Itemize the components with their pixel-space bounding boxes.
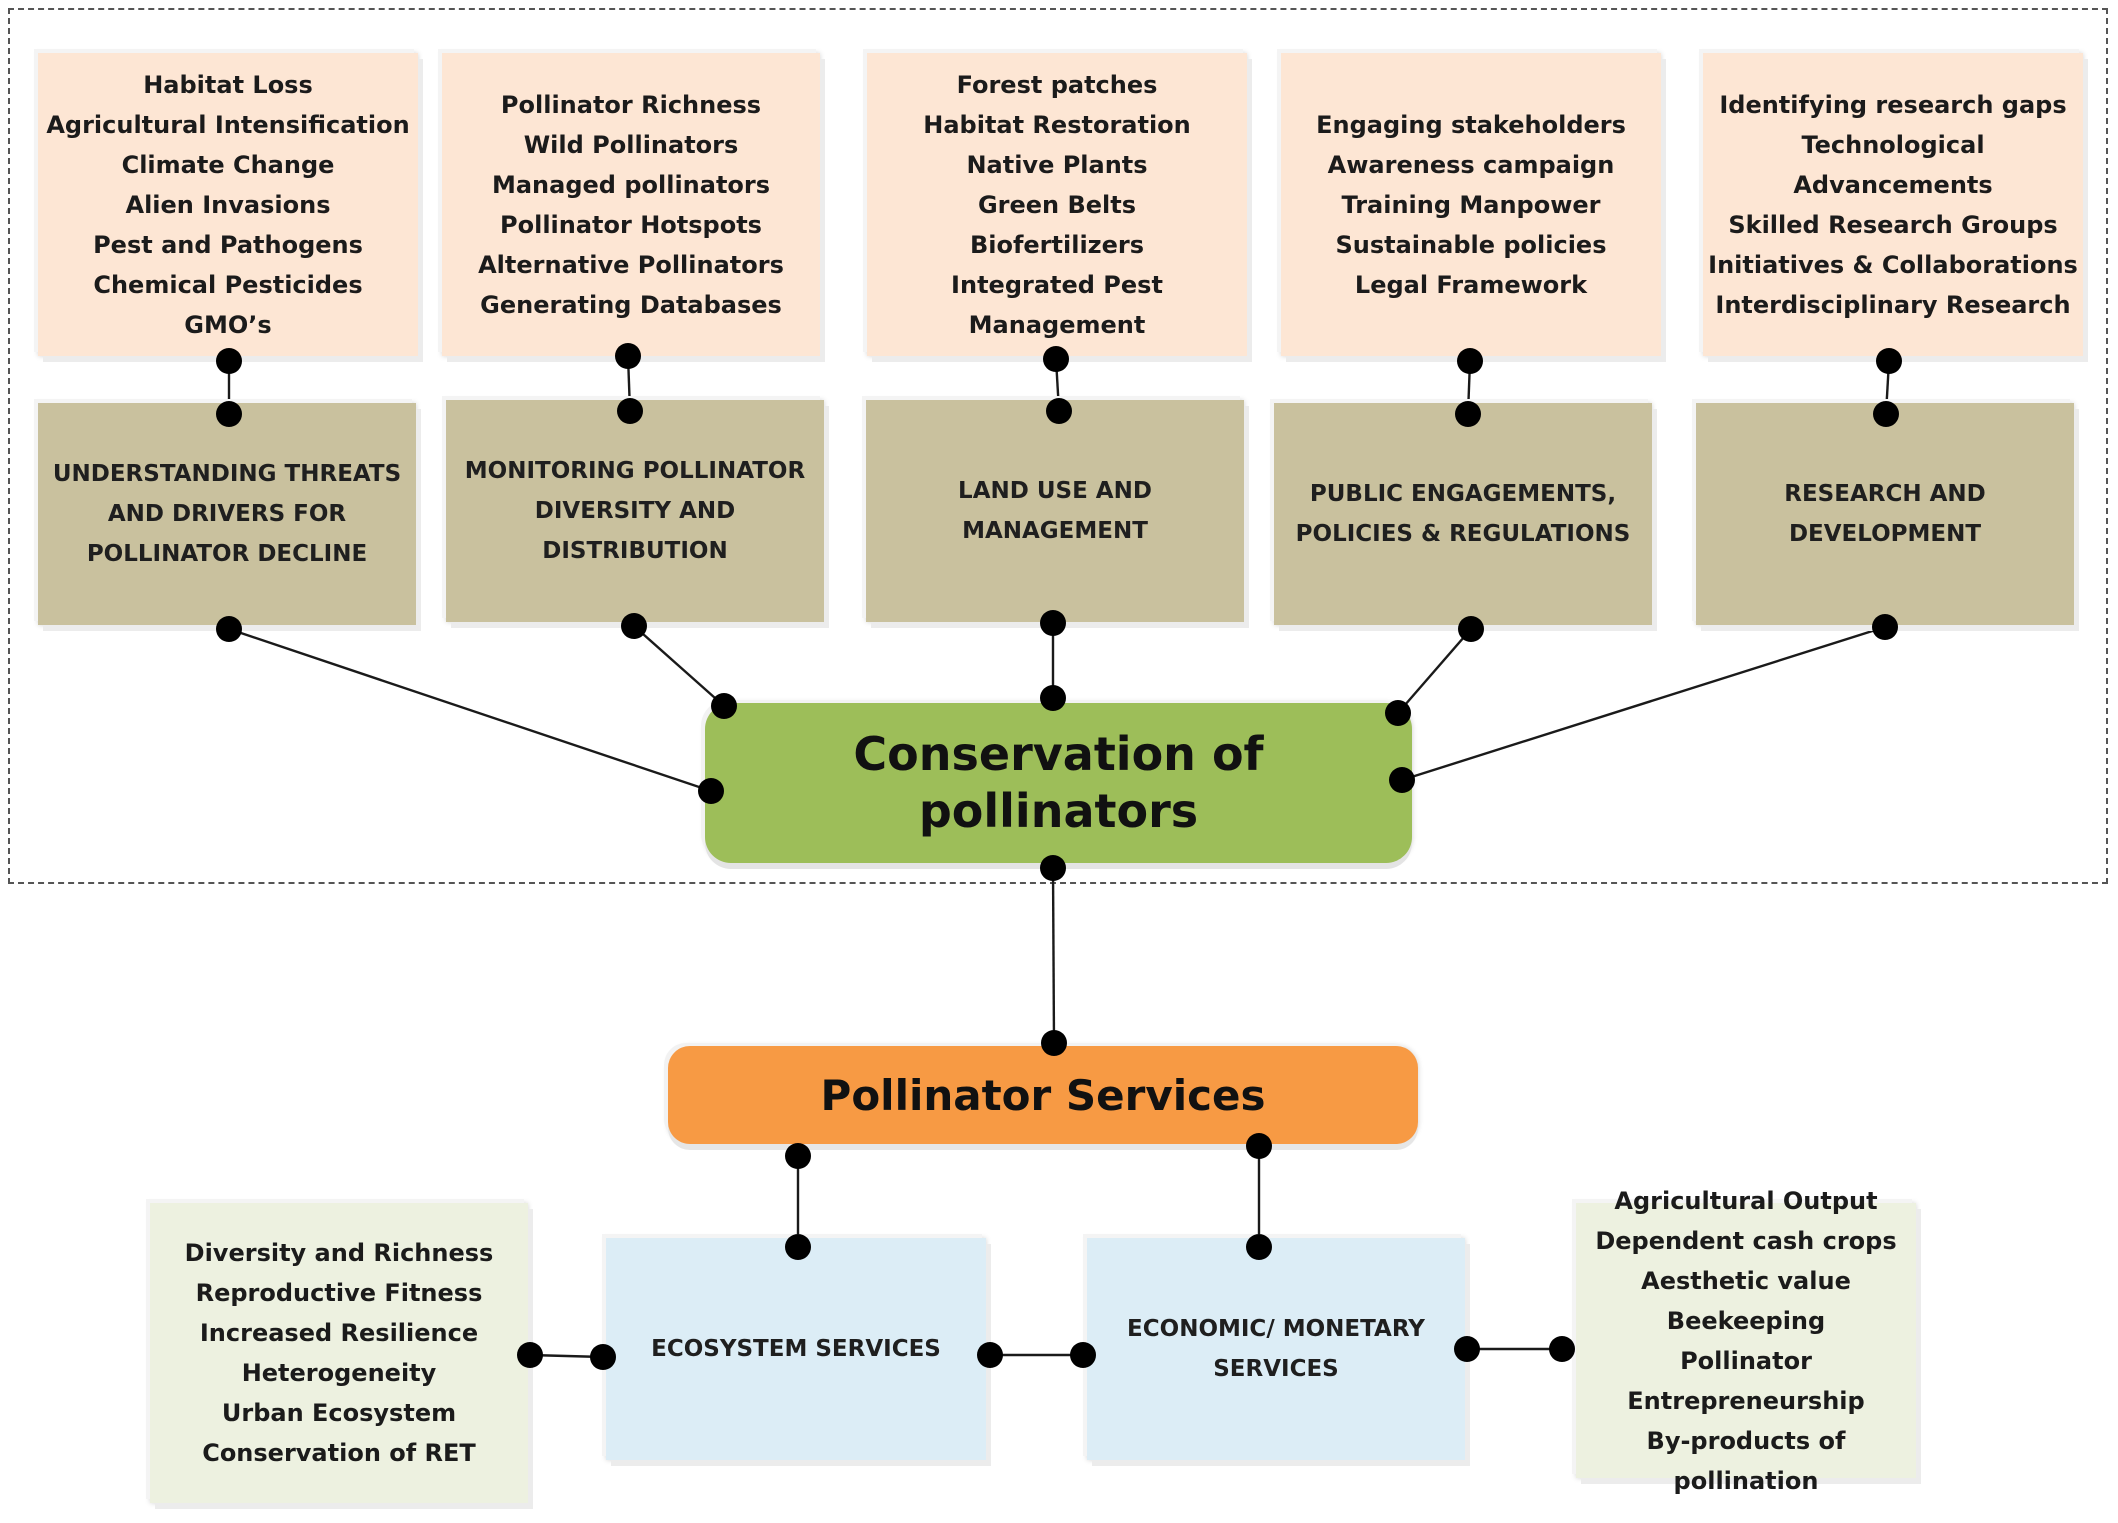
category-line: MANAGEMENT: [962, 518, 1148, 544]
dashed-conservation-frame: [8, 8, 2108, 884]
link-cat2-hub: [633, 625, 725, 707]
economic-benefit-item: Beekeeping: [1666, 1306, 1826, 1335]
research-item: Initiatives & Collaborations: [1708, 250, 2078, 279]
link-cat4-hub: [1397, 628, 1472, 714]
category-line: AND DRIVERS FOR: [107, 501, 347, 527]
monitoring-list: Pollinator Richness Wild Pollinators Man…: [442, 53, 820, 356]
research-item: Interdisciplinary Research: [1715, 290, 2071, 319]
threats-item: Chemical Pesticides: [93, 270, 363, 299]
hub-line: pollinators: [918, 784, 1199, 838]
category-line: DISTRIBUTION: [542, 538, 728, 564]
service-line: ECONOMIC/ MONETARY: [1127, 1316, 1425, 1342]
ecosystem-benefit-item: Conservation of RET: [202, 1439, 476, 1467]
monitoring-item: Managed pollinators: [491, 170, 771, 199]
category-line: UNDERSTANDING THREATS: [52, 461, 402, 487]
economic-benefit-item: Agricultural Output: [1614, 1186, 1878, 1215]
ecosystem-benefit-item: Reproductive Fitness: [195, 1279, 483, 1307]
monitoring-item: Alternative Pollinators: [478, 250, 784, 279]
public-engagement-item: Training Manpower: [1341, 190, 1601, 219]
land-use-list: Forest patches Habitat Restoration Nativ…: [867, 53, 1247, 356]
pollinator-services-hub: Pollinator Services: [668, 1046, 1418, 1144]
monitoring-item: Pollinator Hotspots: [500, 210, 762, 239]
threats-item: Climate Change: [121, 150, 335, 179]
land-use-item: Green Belts: [977, 190, 1137, 219]
research-item: Skilled Research Groups: [1728, 210, 2058, 239]
ecosystem-benefit-item: Urban Ecosystem: [221, 1399, 457, 1427]
economic-services: ECONOMIC/ MONETARY SERVICES: [1087, 1238, 1465, 1460]
monitoring-item: Generating Databases: [480, 290, 782, 319]
public-engagement-item: Awareness campaign: [1327, 150, 1615, 179]
category-line: POLICIES & REGULATIONS: [1295, 521, 1631, 547]
research-list: Identifying research gaps Technological …: [1703, 53, 2083, 356]
threats-item: Habitat Loss: [143, 70, 313, 99]
public-engagement-list: Engaging stakeholders Awareness campaign…: [1281, 53, 1661, 356]
category-research: RESEARCH AND DEVELOPMENT: [1696, 403, 2074, 625]
category-monitoring: MONITORING POLLINATOR DIVERSITY AND DIST…: [446, 400, 824, 622]
land-use-item: Forest patches: [956, 70, 1158, 99]
category-line: DEVELOPMENT: [1788, 521, 1982, 547]
economic-benefit-item: By-products of pollination: [1646, 1426, 1846, 1495]
category-line: PUBLIC ENGAGEMENTS,: [1309, 481, 1617, 507]
conservation-hub: Conservation of pollinators: [705, 703, 1412, 863]
service-line: ECOSYSTEM SERVICES: [651, 1336, 941, 1362]
ecosystem-benefits-list: Diversity and Richness Reproductive Fitn…: [150, 1203, 528, 1503]
public-engagement-item: Sustainable policies: [1335, 230, 1607, 259]
economic-benefit-item: Dependent cash crops: [1595, 1226, 1897, 1255]
land-use-item: Integrated Pest Management: [951, 270, 1163, 339]
category-threats: UNDERSTANDING THREATS AND DRIVERS FOR PO…: [38, 403, 416, 625]
category-line: POLLINATOR DECLINE: [86, 541, 368, 567]
service-line: SERVICES: [1213, 1356, 1339, 1382]
ecosystem-benefit-item: Heterogeneity: [241, 1359, 437, 1387]
category-line: RESEARCH AND: [1784, 481, 1986, 507]
ecosystem-benefit-item: Diversity and Richness: [184, 1239, 494, 1267]
land-use-item: Native Plants: [966, 150, 1148, 179]
services-hub-label: Pollinator Services: [820, 1070, 1266, 1120]
category-line: MONITORING POLLINATOR: [464, 458, 806, 484]
category-public-engagement: PUBLIC ENGAGEMENTS, POLICIES & REGULATIO…: [1274, 403, 1652, 625]
public-engagement-item: Engaging stakeholders: [1316, 110, 1626, 139]
threats-list: Habitat Loss Agricultural Intensificatio…: [38, 53, 418, 356]
economic-benefit-item: Pollinator Entrepreneurship: [1627, 1346, 1865, 1415]
threats-item: Alien Invasions: [125, 190, 331, 219]
research-item: Technological Advancements: [1793, 130, 1993, 199]
category-land-use: LAND USE AND MANAGEMENT: [866, 400, 1244, 622]
link-ecolist-ecosystem: [529, 1353, 604, 1359]
threats-item: Agricultural Intensification: [46, 110, 410, 139]
economic-benefits-list: Agricultural Output Dependent cash crops…: [1576, 1187, 1916, 1495]
threats-item: GMO’s: [184, 310, 272, 339]
category-line: DIVERSITY AND: [534, 498, 736, 524]
land-use-item: Biofertilizers: [969, 230, 1145, 259]
monitoring-item: Wild Pollinators: [523, 130, 739, 159]
threats-item: Pest and Pathogens: [93, 230, 363, 259]
link-cat1-hub: [228, 627, 712, 793]
hub-line: Conservation of: [853, 727, 1264, 781]
public-engagement-item: Legal Framework: [1354, 270, 1588, 299]
land-use-item: Habitat Restoration: [923, 110, 1191, 139]
category-line: LAND USE AND: [958, 478, 1152, 504]
link-cat5-hub: [1401, 625, 1886, 782]
link-hub-services: [1051, 867, 1056, 1044]
ecosystem-benefit-item: Increased Resilience: [199, 1319, 479, 1347]
monitoring-item: Pollinator Richness: [500, 90, 762, 119]
research-item: Identifying research gaps: [1719, 90, 2067, 119]
economic-benefit-item: Aesthetic value: [1641, 1266, 1851, 1295]
ecosystem-services: ECOSYSTEM SERVICES: [606, 1238, 986, 1460]
